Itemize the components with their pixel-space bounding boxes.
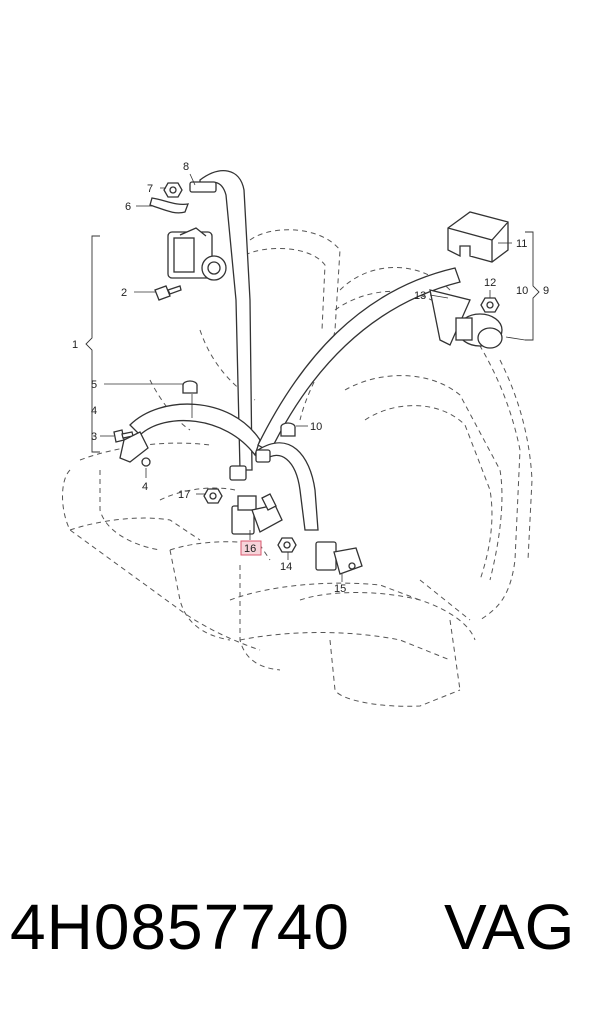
callout-6: 6 (125, 201, 131, 213)
left-retractor (167, 227, 227, 281)
anchor-plate-part-4 (119, 431, 151, 467)
callout-10-lower: 10 (310, 421, 322, 433)
left-belt-webbing (129, 170, 261, 471)
callout-10-right: 10 (516, 285, 528, 297)
nut-part-14 (277, 537, 297, 553)
callout-7: 7 (147, 183, 153, 195)
callout-9: 9 (543, 285, 549, 297)
bracket-part-6 (149, 197, 190, 214)
callout-5: 5 (91, 379, 97, 391)
callout-3: 3 (91, 431, 97, 443)
callout-2: 2 (121, 287, 127, 299)
callout-15: 15 (334, 583, 346, 595)
part-number: 4H0857740 (10, 891, 350, 963)
right-belt-webbing (257, 267, 471, 531)
buckle-part-15 (315, 541, 363, 575)
callout-4-lower: 4 (142, 481, 148, 493)
guide-loop-part-8 (189, 181, 217, 193)
brand-label: VAG (444, 891, 575, 963)
callout-13: 13 (414, 290, 426, 302)
cap-part-5 (182, 380, 198, 394)
bolt-part-2 (154, 285, 182, 301)
right-retractor (455, 313, 503, 349)
caption: 4H0857740 VAG (0, 890, 600, 990)
callout-8: 8 (183, 161, 189, 173)
callout-16: 16 (244, 543, 256, 555)
nut-part-17 (203, 488, 223, 504)
cap-part-10 (280, 422, 296, 437)
nut-part-12 (480, 297, 500, 313)
group-bracket-right (525, 231, 540, 341)
cover-part-11 (447, 211, 509, 263)
seat-belt-exploded-diagram: 8 7 6 2 1 5 4 3 4 17 16 14 15 10 13 12 1… (62, 161, 549, 707)
buckle-part-16 (231, 493, 283, 535)
leader-lines (100, 173, 526, 582)
tongue-plate-right (255, 449, 271, 463)
nut-part-7 (163, 182, 183, 198)
callout-17: 17 (178, 489, 190, 501)
callout-14: 14 (280, 561, 292, 573)
callout-1: 1 (72, 339, 78, 351)
callout-12: 12 (484, 277, 496, 289)
callout-4-upper: 4 (91, 405, 97, 417)
highlight-box-16 (240, 540, 262, 556)
callout-11: 11 (516, 238, 527, 250)
tongue-plate-left (229, 465, 247, 481)
group-bracket-left (85, 235, 100, 453)
